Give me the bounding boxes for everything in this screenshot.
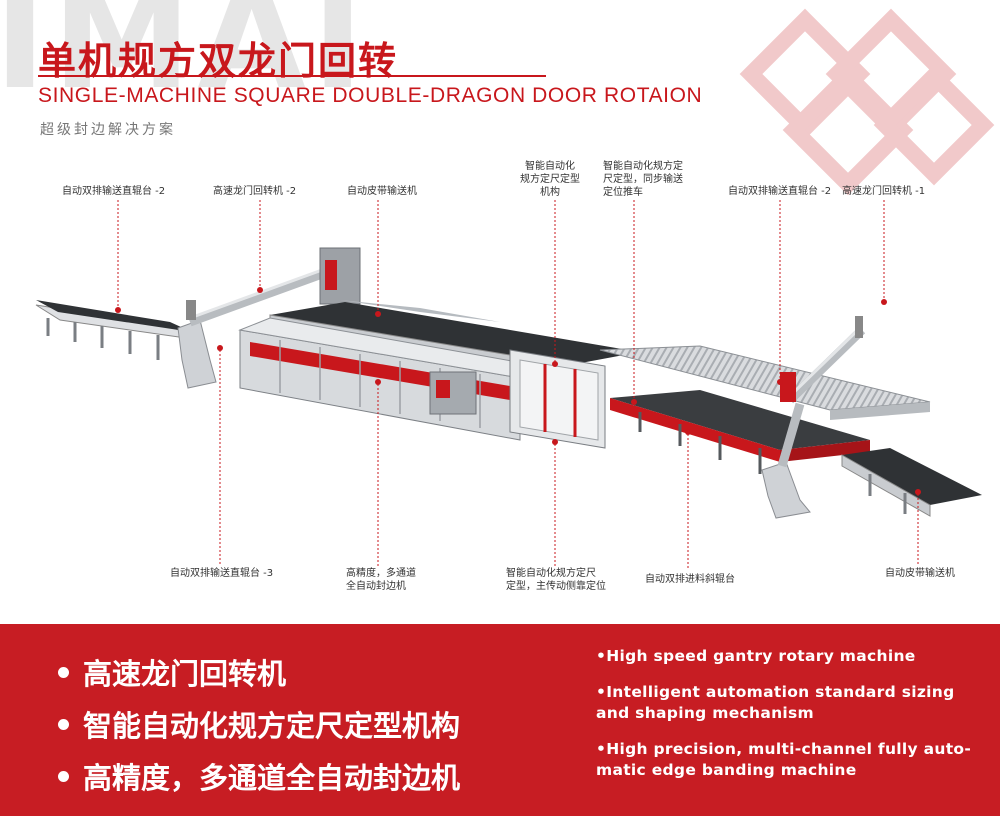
- label-gantry-1: 高速龙门回转机 -1: [842, 186, 926, 197]
- production-line-illustration: [35, 200, 982, 570]
- leader-dots: [115, 287, 921, 495]
- label-skew-roller-table: 自动双排进料斜辊台: [645, 574, 735, 585]
- page-title-english: SINGLE-MACHINE SQUARE DOUBLE-DRAGON DOOR…: [38, 84, 703, 107]
- feature-en-item: •High speed gantry rotary machine: [596, 647, 916, 665]
- features-cn-list: 高速龙门回转机 智能自动化规方定尺定型机构 高精度，多通道全自动封边机: [58, 646, 460, 802]
- bullet-icon: [58, 666, 69, 678]
- watermark-text: IMAI: [0, 0, 370, 121]
- belt-conveyor-right: [841, 448, 982, 517]
- feature-en-item: •Intelligent automation standard sizing …: [596, 683, 955, 722]
- edge-banding-machine: [238, 317, 542, 441]
- bullet-icon: [58, 718, 69, 730]
- bullet-icon: [58, 770, 69, 782]
- roller-table-left: [35, 300, 201, 360]
- gantry-left: [177, 247, 361, 389]
- label-side-positioning: 智能自动化规方定尺 定型，主传动侧靠定位: [506, 568, 606, 592]
- label-sizing-mechanism: 智能自动化 规方定尺定型 机构: [520, 161, 580, 198]
- roller-table-right: [599, 345, 931, 420]
- leader-lines: [117, 200, 919, 570]
- label-edge-banding-machine: 高精度，多通道 全自动封边机: [346, 568, 416, 592]
- page-subtitle: 超级封边解决方案: [40, 122, 176, 138]
- feature-cn-text: 高速龙门回转机: [83, 657, 287, 691]
- feature-cn-text: 高精度，多通道全自动封边机: [83, 761, 461, 795]
- label-roller-table-2-right: 自动双排输送直辊台 -2: [728, 186, 832, 197]
- features-en-list: •High speed gantry rotary machine •Intel…: [596, 646, 988, 796]
- label-roller-table-3: 自动双排输送直辊台 -3: [170, 568, 274, 579]
- label-sizing-pusher: 智能自动化规方定 尺定型，同步输送 定位推车: [603, 161, 683, 198]
- sizing-mechanism: [509, 349, 606, 449]
- feature-en-item: •High precision, multi-channel fully aut…: [596, 740, 972, 779]
- label-belt-conveyor-bottom: 自动皮带输送机: [885, 568, 955, 579]
- label-roller-table-2-left: 自动双排输送直辊台 -2: [62, 186, 166, 197]
- feature-cn-item: 高速龙门回转机: [58, 646, 460, 698]
- feature-cn-text: 智能自动化规方定尺定型机构: [83, 709, 461, 743]
- title-divider: [38, 75, 546, 77]
- brand-logo-icon: [739, 8, 995, 196]
- feature-cn-item: 智能自动化规方定尺定型机构: [58, 698, 460, 750]
- skew-roller-table: [610, 390, 870, 474]
- label-belt-conveyor-top: 自动皮带输送机: [347, 186, 417, 197]
- feature-cn-item: 高精度，多通道全自动封边机: [58, 750, 460, 802]
- label-gantry-2: 高速龙门回转机 -2: [213, 186, 297, 197]
- feature-band: [0, 624, 1000, 816]
- gantry-right: [761, 316, 866, 519]
